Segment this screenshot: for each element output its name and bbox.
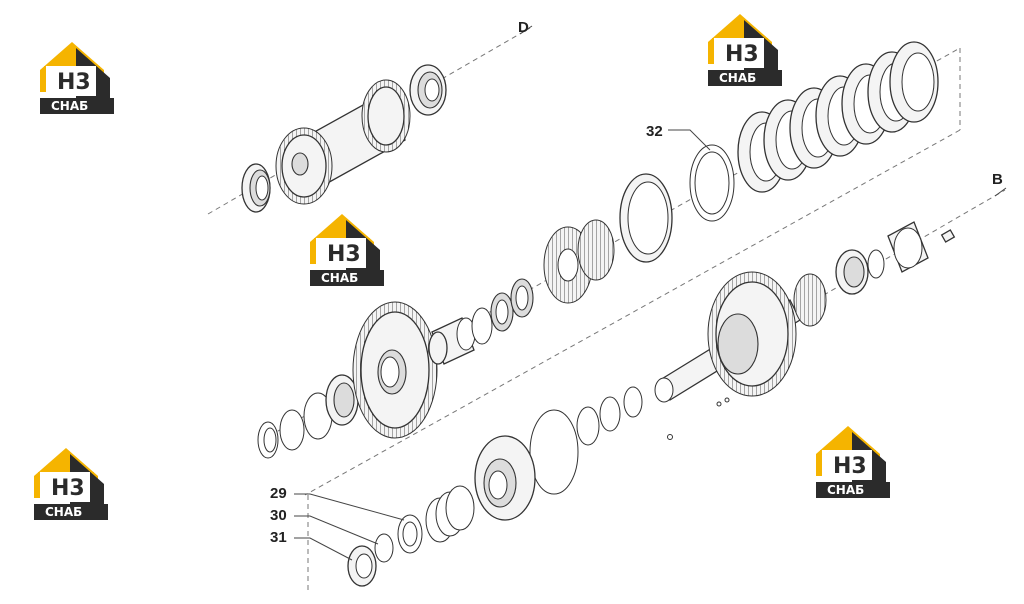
brand-logo-5: H3 СНАБ (816, 426, 890, 498)
part-29-inner (402, 521, 418, 547)
callout-29: 29 (270, 485, 287, 502)
middle-assembly (257, 41, 961, 496)
logo-letters: H3 (57, 70, 91, 95)
brand-logo-1: H3 СНАБ (40, 42, 114, 114)
part-31 (347, 545, 377, 587)
ring-lower-2 (599, 396, 621, 432)
bearing-middle (325, 374, 359, 426)
pin-a (716, 401, 722, 407)
logo-letters: H3 (833, 454, 867, 479)
logo-caption: СНАБ (45, 505, 82, 519)
large-snap-ring (529, 409, 579, 495)
logo-caption: СНАБ (827, 483, 864, 497)
brand-logo-2: H3 СНАБ (708, 14, 782, 86)
callout-32: 32 (646, 123, 663, 140)
flange-cover (887, 221, 929, 273)
logo-caption: СНАБ (719, 71, 756, 85)
spline-gear (543, 219, 615, 304)
bolt (940, 229, 956, 243)
snap-ring-left (257, 421, 279, 459)
ring-lower-1 (623, 386, 643, 418)
part-30 (374, 533, 394, 563)
axis-d-tick (519, 25, 533, 35)
thrust-washer (471, 307, 493, 345)
logo-caption: СНАБ (321, 271, 358, 285)
spring (425, 485, 475, 543)
brand-logo-4: H3 СНАБ (34, 448, 108, 520)
piston (474, 435, 536, 521)
leader-32 (668, 129, 711, 151)
bearing-b (835, 249, 869, 295)
bearing-left (241, 163, 271, 213)
logo-letters: H3 (51, 476, 85, 501)
callout-leaders (294, 129, 711, 590)
leader-30 (294, 515, 379, 545)
clutch-plates (737, 41, 939, 193)
washer-left (279, 409, 305, 451)
part-29 (397, 514, 423, 554)
callout-30: 30 (270, 507, 287, 524)
sleeve (428, 317, 476, 365)
callout-d: D (518, 19, 529, 36)
callout-31: 31 (270, 529, 287, 546)
clutch-hub (619, 173, 673, 263)
ring-32 (689, 144, 735, 222)
ring-32-inner (694, 151, 730, 215)
axis-line-d (207, 27, 531, 215)
large-gear (352, 301, 438, 439)
logo-caption: СНАБ (51, 99, 88, 113)
upper-shaft-assembly (207, 25, 533, 215)
callout-b: B (992, 171, 1003, 188)
needle-bearings (490, 278, 534, 332)
pin-b (724, 397, 730, 403)
brand-logo-3: H3 СНАБ (310, 214, 384, 286)
snap-ring-b (867, 249, 885, 279)
ring-lower-3 (576, 406, 600, 446)
output-shaft-gear (654, 271, 827, 403)
bearing-right (409, 64, 447, 116)
leader-31 (294, 537, 353, 561)
logo-letters: H3 (725, 42, 759, 67)
frame-lower (304, 129, 961, 496)
logo-letters: H3 (327, 242, 361, 267)
lower-assembly (347, 187, 1007, 587)
callout-labels: D B 32 29 30 31 (270, 19, 1003, 546)
ball-small (667, 434, 673, 440)
leader-29 (294, 493, 405, 521)
axis-b-tick (994, 187, 1007, 197)
double-gear-shaft (275, 79, 411, 205)
